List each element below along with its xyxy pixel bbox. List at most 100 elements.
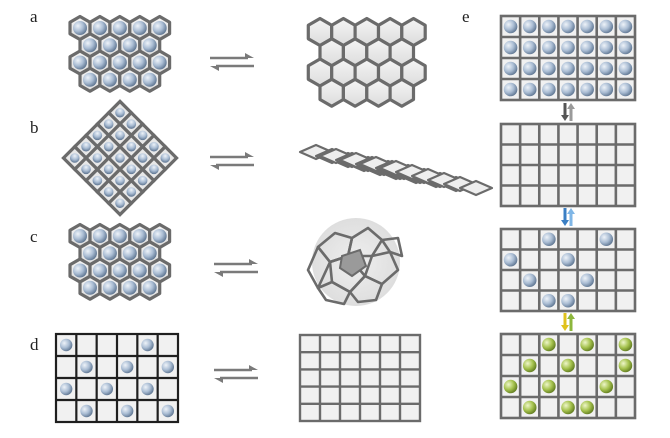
empty-framework-hex-cell	[341, 77, 369, 108]
guest-molecule	[137, 175, 148, 186]
guest-molecule	[112, 263, 127, 278]
guest-molecule	[92, 55, 107, 70]
guest-molecule	[149, 141, 159, 152]
guest-molecule	[580, 61, 594, 76]
reverse-arrow-head	[210, 66, 219, 71]
guest-molecule	[149, 164, 159, 175]
reverse-arrow-head	[214, 272, 223, 277]
guest-molecule	[126, 164, 137, 175]
guest-molecule	[542, 82, 556, 97]
forward-arrow-head	[245, 53, 254, 58]
guest-molecule	[618, 82, 633, 97]
forward-arrow-head	[245, 152, 254, 157]
guest-molecule	[599, 82, 614, 97]
guest-molecule	[73, 21, 87, 35]
rhombic-framework	[61, 99, 179, 217]
guest-molecule	[542, 61, 556, 76]
guest-molecule	[82, 38, 97, 53]
collapsed-framework	[298, 143, 494, 197]
guest-molecule	[618, 19, 633, 34]
guest-molecule	[152, 55, 167, 70]
reversible-arrow-a	[210, 53, 254, 71]
amorphous-fragment	[316, 280, 352, 306]
guest-molecule	[82, 246, 97, 261]
guest-molecule	[102, 38, 117, 53]
panel-b	[61, 99, 494, 217]
guest-molecule	[580, 82, 594, 97]
guest-molecule	[561, 252, 575, 267]
reverse-arrow-head	[214, 378, 223, 383]
guest-molecule	[503, 40, 518, 55]
guest-molecule	[522, 273, 537, 288]
guest-molecule	[73, 229, 87, 243]
guest-molecule	[80, 404, 93, 418]
guest-molecule	[82, 280, 97, 295]
guest-molecule	[92, 175, 103, 186]
guest-molecule	[580, 273, 594, 288]
guest-molecule	[599, 232, 614, 247]
exchanged-guest	[599, 379, 614, 394]
vertical-arrow-3	[561, 313, 575, 331]
exchanged-guest	[522, 358, 537, 373]
guest-molecule	[142, 280, 157, 295]
guest-molecule	[618, 61, 633, 76]
guest-molecule	[580, 19, 594, 34]
guest-molecule	[115, 198, 125, 209]
guest-molecule	[141, 382, 154, 396]
guest-molecule	[561, 40, 575, 55]
vertical-arrow-1	[561, 103, 575, 121]
panel-label-d: d	[30, 335, 39, 354]
amorphous-core	[338, 248, 368, 278]
down-arrow-head	[561, 325, 569, 331]
reversible-arrow-d	[214, 365, 258, 383]
guest-molecule	[137, 130, 148, 141]
guest-molecule	[503, 61, 518, 76]
panel-c	[68, 218, 404, 306]
guest-molecule	[115, 153, 125, 163]
amorphous-fragment	[380, 236, 404, 258]
down-arrow-head	[561, 115, 569, 121]
guest-molecule	[132, 21, 147, 35]
guest-molecule	[73, 263, 87, 278]
guest-molecule	[137, 153, 148, 163]
guest-molecule	[561, 293, 575, 308]
guest-molecule	[561, 19, 575, 34]
guest-molecule	[103, 187, 114, 197]
guest-molecule	[503, 82, 518, 97]
guest-molecule	[152, 21, 167, 35]
guest-molecule	[73, 55, 87, 70]
guest-molecule	[132, 263, 147, 278]
empty-framework-hex-cell	[388, 77, 416, 108]
guest-molecule	[126, 187, 137, 197]
down-arrow-head	[561, 220, 569, 226]
forward-arrow-head	[249, 259, 258, 264]
panel-e	[499, 14, 637, 420]
guest-molecule	[522, 61, 537, 76]
guest-molecule	[102, 246, 117, 261]
guest-molecule	[522, 19, 537, 34]
panel-d	[54, 332, 422, 424]
guest-molecule	[542, 40, 556, 55]
guest-molecule	[542, 232, 556, 247]
guest-molecule	[141, 338, 154, 352]
vertical-arrow-2	[561, 208, 575, 226]
guest-molecule	[503, 252, 518, 267]
guest-molecule	[82, 72, 97, 87]
guest-molecule	[160, 153, 171, 163]
guest-molecule	[142, 246, 157, 261]
guest-molecule	[103, 164, 114, 175]
guest-molecule	[580, 40, 594, 55]
guest-molecule	[561, 82, 575, 97]
guest-molecule	[122, 246, 137, 261]
guest-molecule	[102, 72, 117, 87]
empty-framework-hex-cell	[318, 77, 345, 108]
guest-molecule	[100, 382, 114, 396]
exchanged-guest	[542, 379, 556, 394]
panel-label-a: a	[30, 7, 38, 26]
panel-label-b: b	[30, 118, 39, 137]
guest-molecule	[126, 141, 137, 152]
forward-arrow-head	[249, 365, 258, 370]
reversible-arrow-c	[214, 259, 258, 277]
guest-molecule	[80, 360, 93, 374]
guest-molecule	[81, 141, 91, 152]
